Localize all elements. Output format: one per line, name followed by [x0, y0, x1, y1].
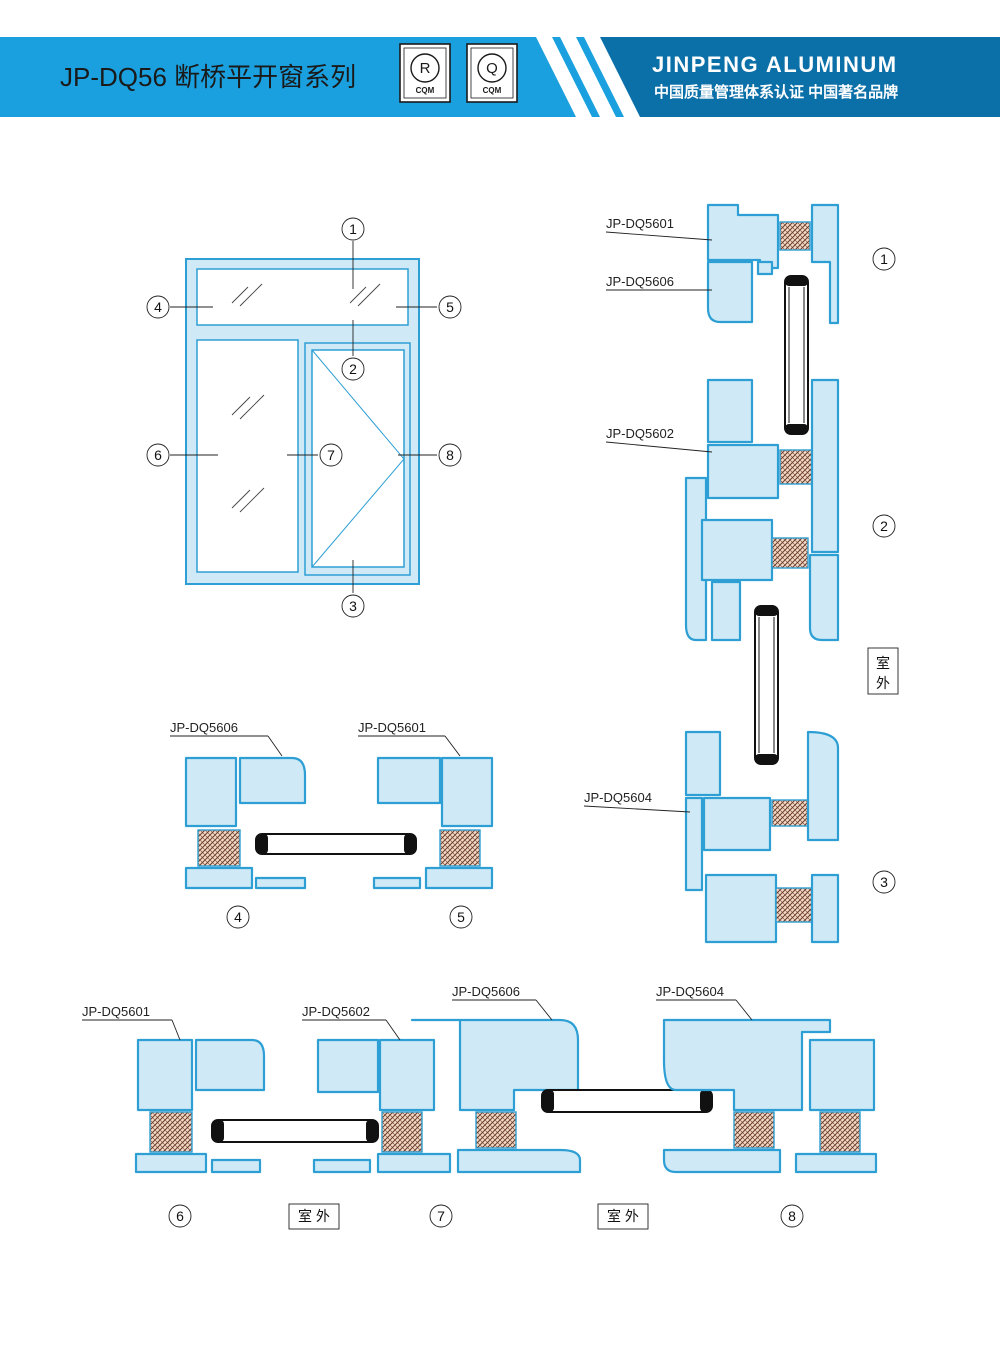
- profile-jp-dq5601-top: [706, 203, 840, 325]
- glass-unit-45: [255, 833, 417, 855]
- svg-text:5: 5: [446, 299, 454, 315]
- section-6-7-8: JP-DQ5601 JP-DQ5602 JP-DQ5606 JP-DQ5604 …: [82, 984, 878, 1230]
- elevation-callouts: [170, 241, 437, 593]
- svg-text:8: 8: [446, 447, 454, 463]
- window-elevation: [170, 241, 437, 593]
- profile-jp-dq5602: [684, 378, 840, 642]
- label-jp-dq5602: JP-DQ5602: [302, 1004, 370, 1019]
- s678-marker-8: 8: [780, 1204, 804, 1228]
- label-jp-dq5606: JP-DQ5606: [170, 720, 238, 735]
- glass-unit-78: [541, 1089, 713, 1113]
- marker-1: 1: [341, 217, 365, 241]
- badge-ring-icon: [410, 53, 440, 83]
- s45-marker-5: 5: [449, 905, 473, 929]
- svg-text:6: 6: [176, 1208, 184, 1224]
- s678-marker-7: 7: [429, 1204, 453, 1228]
- marker-8: 8: [438, 443, 462, 467]
- brand-name: JINPENG ALUMINUM: [652, 52, 898, 77]
- marker-2: 2: [341, 357, 365, 381]
- fixed-pane-glass: [196, 339, 299, 573]
- svg-text:1: 1: [880, 251, 888, 267]
- badge-caption: CQM: [416, 86, 435, 95]
- vertical-section: JP-DQ5601 JP-DQ5606 JP-DQ5602 JP-DQ5604 …: [583, 203, 899, 944]
- svg-text:6: 6: [154, 447, 162, 463]
- svg-text:7: 7: [437, 1208, 445, 1224]
- svg-text:8: 8: [788, 1208, 796, 1224]
- svg-text:外: 外: [876, 675, 890, 691]
- profile-jp-dq5604: [684, 730, 840, 944]
- marker-3: 3: [341, 594, 365, 618]
- banner-stripe-2: [560, 37, 616, 117]
- svg-text:4: 4: [234, 909, 242, 925]
- brand-slogan: 中国质量管理体系认证 中国著名品牌: [654, 83, 898, 101]
- label-jp-dq5602: JP-DQ5602: [606, 426, 674, 441]
- glass-unit-67: [211, 1119, 379, 1143]
- label-jp-dq5601: JP-DQ5601: [606, 216, 674, 231]
- svg-text:5: 5: [457, 909, 465, 925]
- glass-unit-upper: [784, 275, 809, 435]
- svg-text:2: 2: [349, 361, 357, 377]
- label-jp-dq5606: JP-DQ5606: [452, 984, 520, 999]
- series-title: JP-DQ56 断桥平开窗系列: [60, 62, 356, 92]
- badge-caption: CQM: [483, 86, 502, 95]
- svg-text:3: 3: [880, 874, 888, 890]
- glass-unit-lower: [754, 605, 779, 765]
- section-4-5: JP-DQ5606 JP-DQ5601 4 5: [170, 720, 494, 929]
- banner-dark: [600, 37, 1000, 117]
- svg-text:室 外: 室 外: [298, 1208, 330, 1224]
- marker-7: 7: [319, 443, 343, 467]
- cqm-badge-r: R CQM: [399, 43, 451, 103]
- cqm-badge-q: Q CQM: [466, 43, 518, 103]
- outside-label-2: 室 外: [597, 1203, 649, 1230]
- label-jp-dq5604: JP-DQ5604: [584, 790, 652, 805]
- vs-marker-2: 2: [872, 514, 896, 538]
- label-jp-dq5606: JP-DQ5606: [606, 274, 674, 289]
- vs-marker-3: 3: [872, 870, 896, 894]
- badge-letter: Q: [486, 60, 498, 77]
- banner-stripe-1: [536, 37, 592, 117]
- label-jp-dq5601: JP-DQ5601: [82, 1004, 150, 1019]
- badge-letter: R: [420, 60, 431, 77]
- badge-ring-icon: [477, 53, 507, 83]
- svg-text:2: 2: [880, 518, 888, 534]
- marker-6: 6: [146, 443, 170, 467]
- transom-glass: [196, 268, 409, 326]
- banner-stripe-3: [584, 37, 640, 117]
- s45-marker-4: 4: [226, 905, 250, 929]
- vs-marker-1: 1: [872, 247, 896, 271]
- s678-marker-6: 6: [168, 1204, 192, 1228]
- svg-text:3: 3: [349, 598, 357, 614]
- svg-text:4: 4: [154, 299, 162, 315]
- glass-reflection-marks: [231, 283, 381, 513]
- svg-text:7: 7: [327, 447, 335, 463]
- outside-label-1: 室 外: [288, 1203, 340, 1230]
- label-jp-dq5604: JP-DQ5604: [656, 984, 724, 999]
- label-jp-dq5601: JP-DQ5601: [358, 720, 426, 735]
- svg-text:1: 1: [349, 221, 357, 237]
- elevation-markers: 1 4 5 2 6 7 8 3: [146, 217, 462, 618]
- svg-text:室 外: 室 外: [607, 1208, 639, 1224]
- marker-5: 5: [438, 295, 462, 319]
- opening-direction-line: [311, 349, 405, 568]
- svg-text:室: 室: [876, 655, 890, 671]
- outside-label-vertical: 室 外: [867, 647, 899, 695]
- marker-4: 4: [146, 295, 170, 319]
